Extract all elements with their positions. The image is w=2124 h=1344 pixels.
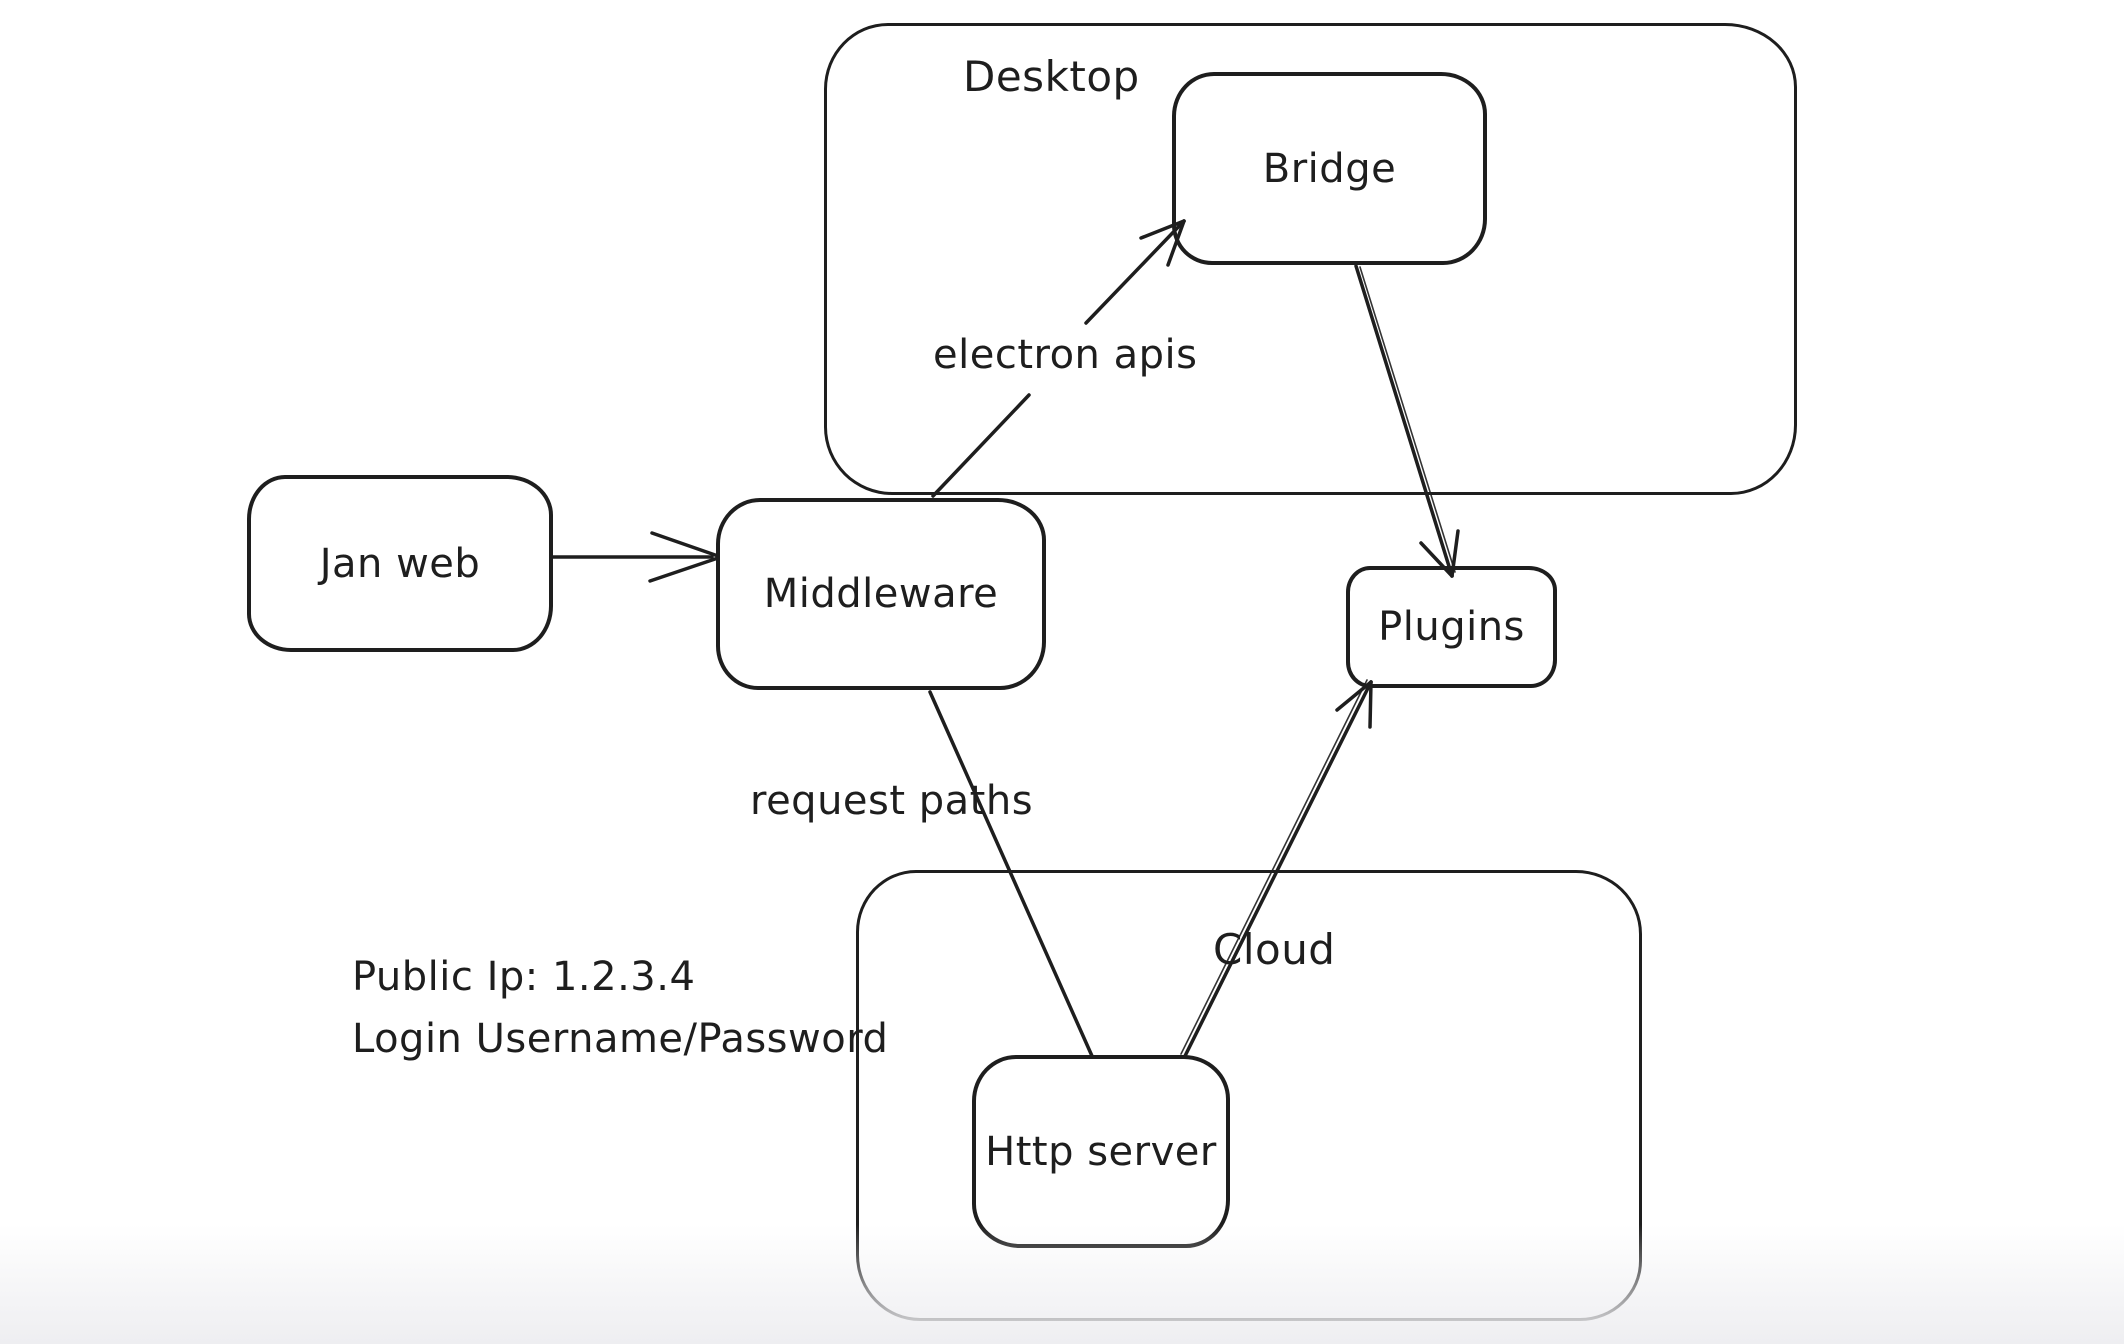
container-cloud-label[interactable]: Cloud [1213,925,1336,974]
node-http-server[interactable]: Http server [972,1055,1230,1248]
annotation-login: Login Username/Password [352,1016,889,1062]
node-plugins[interactable]: Plugins [1346,566,1557,688]
node-middleware-label: Middleware [763,571,999,617]
node-bridge[interactable]: Bridge [1172,72,1487,265]
edge-middleware-to-http-server[interactable] [928,690,1094,1058]
node-bridge-label: Bridge [1262,145,1397,192]
annotation-public-ip: Public Ip: 1.2.3.4 [352,954,696,1000]
edge-middleware-to-bridge[interactable] [931,219,1186,498]
node-http-server-label: Http server [985,1128,1217,1175]
edge-jan-web-to-middleware[interactable] [551,531,720,583]
node-plugins-label: Plugins [1378,604,1525,650]
node-middleware[interactable]: Middleware [716,498,1046,690]
edge-label-electron-apis[interactable]: electron apis [933,332,1198,378]
edge-label-request-paths[interactable]: request paths [750,778,1034,824]
node-jan-web-label: Jan web [319,540,481,587]
container-desktop[interactable] [824,23,1797,495]
annotation-credentials[interactable]: Public Ip: 1.2.3.4 Login Username/Passwo… [352,946,888,1070]
container-desktop-label[interactable]: Desktop [963,52,1140,101]
node-jan-web[interactable]: Jan web [247,475,553,652]
